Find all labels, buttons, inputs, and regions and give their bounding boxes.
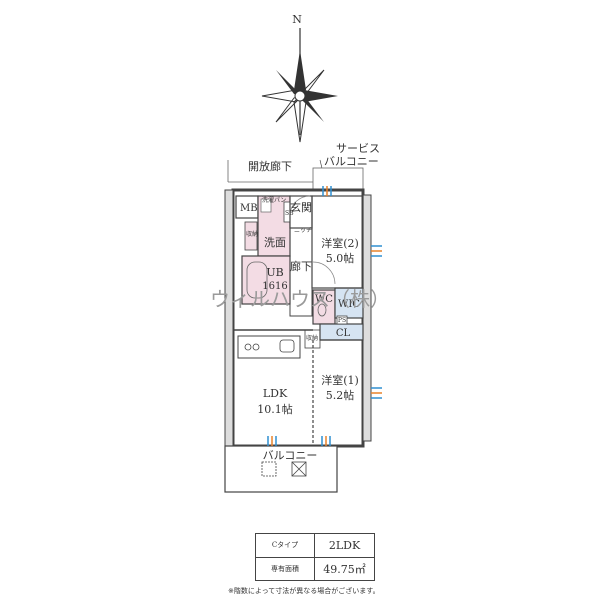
sink-icon xyxy=(279,339,295,353)
toilet-icon xyxy=(317,303,327,317)
cl-label: CL xyxy=(336,328,351,339)
mb-label: MB xyxy=(240,203,258,214)
washroom-label: 洗面 xyxy=(264,236,286,249)
area-label-cell: 専有面積 xyxy=(255,556,315,581)
washer-label: 洗濯パン xyxy=(262,196,286,204)
footnote: ※階数によって寸法が異なる場合がございます。 xyxy=(228,587,380,595)
ldk-label: LDK xyxy=(263,387,288,400)
bedroom2-door-swing xyxy=(312,261,336,285)
watermark: ウィルハウス（株） xyxy=(210,287,390,311)
storage-right xyxy=(304,329,321,349)
compass-rose-icon: N xyxy=(261,13,338,143)
hallway-label: 廊下 xyxy=(290,259,312,273)
balcony xyxy=(224,445,338,493)
entrance-door-swing xyxy=(289,195,311,215)
unit-layout-cell: 2LDK xyxy=(314,533,375,558)
service-balcony-label-1: サービス xyxy=(336,142,380,155)
bedroom1-label: 洋室(1) xyxy=(321,373,359,387)
bedroom2-size-label: 5.0帖 xyxy=(326,252,355,265)
storage-left xyxy=(244,221,258,251)
corridor-label: 開放廊下 xyxy=(248,159,292,173)
evacuation-hatch-icon xyxy=(261,461,277,477)
kitchen-counter xyxy=(237,335,301,359)
washer-pan-icon xyxy=(260,198,272,213)
unit-type-cell: Cタイプ xyxy=(255,533,315,558)
storage-right-label: 収納 xyxy=(306,334,318,342)
sb-label: SB xyxy=(285,210,294,217)
unit-info-table: Cタイプ 2LDK 専有面積 49.75㎡ xyxy=(255,533,375,581)
ps-shaft xyxy=(336,315,348,325)
area-value-cell: 49.75㎡ xyxy=(314,556,375,581)
bathtub-icon xyxy=(246,261,268,299)
outdoor-unit-icon xyxy=(291,461,307,477)
balcony-label: バルコニー xyxy=(263,449,318,462)
compass-north-label: N xyxy=(292,13,302,26)
niche-label: ニッチ xyxy=(294,227,312,234)
window-markers xyxy=(267,186,382,446)
ub-label: UB xyxy=(266,266,283,279)
stove-burner-icon xyxy=(252,343,260,351)
ldk-size-label: 10.1帖 xyxy=(257,403,293,416)
ub-size-label: 1616 xyxy=(262,281,287,292)
bedroom1-size-label: 5.2帖 xyxy=(326,389,355,402)
bedroom2-label: 洋室(2) xyxy=(321,236,359,250)
wic-label: WIC xyxy=(338,299,360,310)
stove-burner-icon xyxy=(244,343,252,351)
wc-label: WC xyxy=(315,294,333,305)
storage-left-label: 収納 xyxy=(246,230,258,238)
ps-label: PS xyxy=(338,317,346,324)
bedroom-2 xyxy=(311,195,364,289)
service-balcony-label-2: バルコニー xyxy=(324,155,379,168)
entrance-label: 玄関 xyxy=(290,200,312,214)
service-balcony xyxy=(312,167,364,191)
